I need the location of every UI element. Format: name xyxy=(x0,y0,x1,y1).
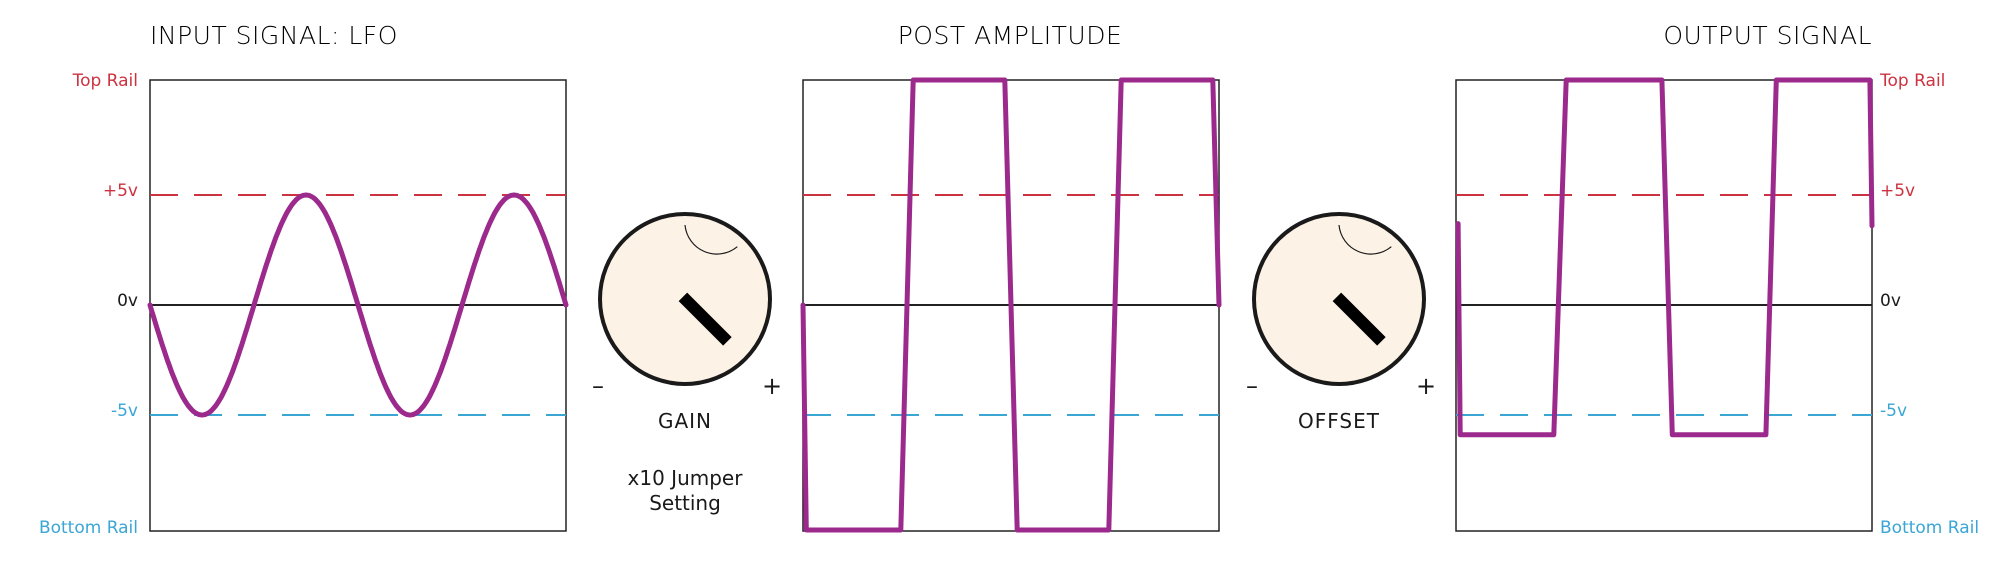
gain-knob-icon[interactable] xyxy=(598,212,772,386)
knob-offset-pointer xyxy=(1332,292,1386,346)
offset-plus-label: + xyxy=(1416,372,1436,400)
panel-input-bottom-rail-label: Bottom Rail xyxy=(39,518,138,538)
panel-input-plus5-label: +5v xyxy=(103,181,138,201)
panel-post-waveform xyxy=(800,77,1222,533)
knob-gain-pointer xyxy=(678,292,732,346)
panel-input-title: INPUT SIGNAL: LFO xyxy=(150,21,398,50)
panel-output-top-rail-label: Top Rail xyxy=(1879,71,1945,91)
gain-label: GAIN xyxy=(658,409,712,433)
offset-knob-group: – + OFFSET xyxy=(1246,212,1436,433)
panel-output-bottom-rail-label: Bottom Rail xyxy=(1880,518,1979,538)
gain-knob-group: – + GAIN x10 Jumper Setting xyxy=(592,212,782,515)
gain-note-line-1: x10 Jumper xyxy=(628,466,744,490)
panel-input-minus5-label: -5v xyxy=(111,401,138,421)
gain-minus-label: – xyxy=(592,372,604,400)
panel-input-zero-label: 0v xyxy=(117,291,138,311)
panel-input: INPUT SIGNAL: LFO Top Rail +5v 0v -5v Bo… xyxy=(39,21,569,538)
panel-output-waveform xyxy=(1455,77,1875,438)
panel-output-title: OUTPUT SIGNAL xyxy=(1663,21,1872,50)
panel-output-plus5-label: +5v xyxy=(1880,181,1915,201)
panel-input-waveform xyxy=(147,192,569,418)
panel-output-zero-label: 0v xyxy=(1880,291,1901,311)
offset-knob-icon[interactable] xyxy=(1252,212,1426,386)
panel-post: POST AMPLITUDE xyxy=(800,21,1222,533)
knob-gain-grip xyxy=(684,224,738,255)
offset-label: OFFSET xyxy=(1298,409,1380,433)
offset-minus-label: – xyxy=(1246,372,1258,400)
panel-output-minus5-label: -5v xyxy=(1880,401,1907,421)
gain-note-line-2: Setting xyxy=(649,491,721,515)
panel-input-top-rail-label: Top Rail xyxy=(72,71,138,91)
gain-plus-label: + xyxy=(762,372,782,400)
panel-output: OUTPUT SIGNAL Top Rail +5v 0v -5v Bottom… xyxy=(1455,21,1979,538)
knob-offset-grip xyxy=(1338,224,1392,255)
panel-post-title: POST AMPLITUDE xyxy=(898,21,1123,50)
